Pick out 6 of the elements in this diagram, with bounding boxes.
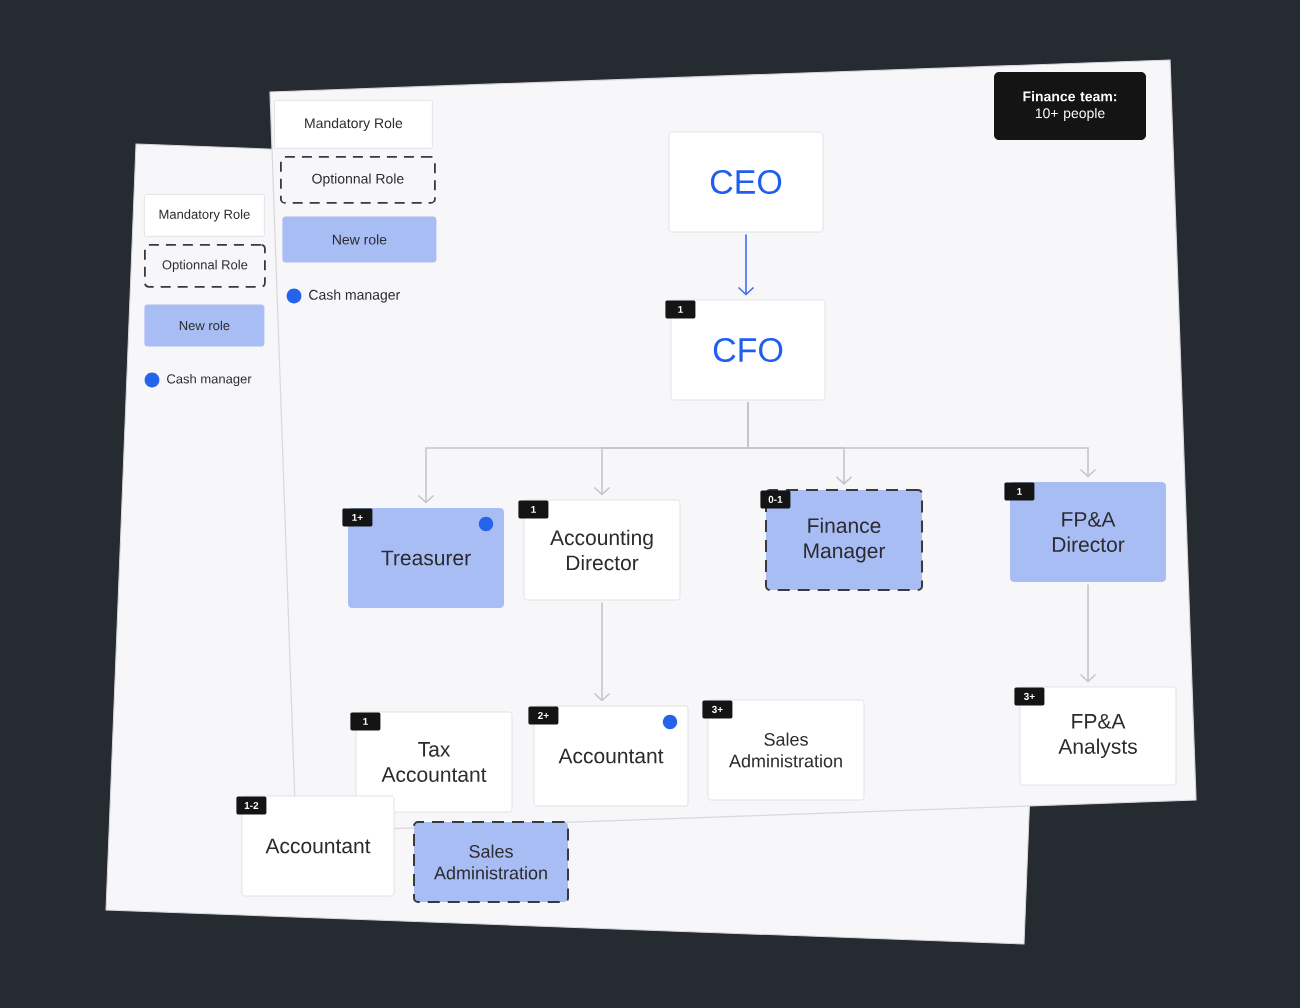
arrow [747,401,1097,478]
arrow [1079,583,1097,683]
role-box: CEO [668,131,824,233]
dashed-role-box: Sales Administration [413,821,569,903]
arrow [593,601,611,702]
arrow [737,233,755,296]
